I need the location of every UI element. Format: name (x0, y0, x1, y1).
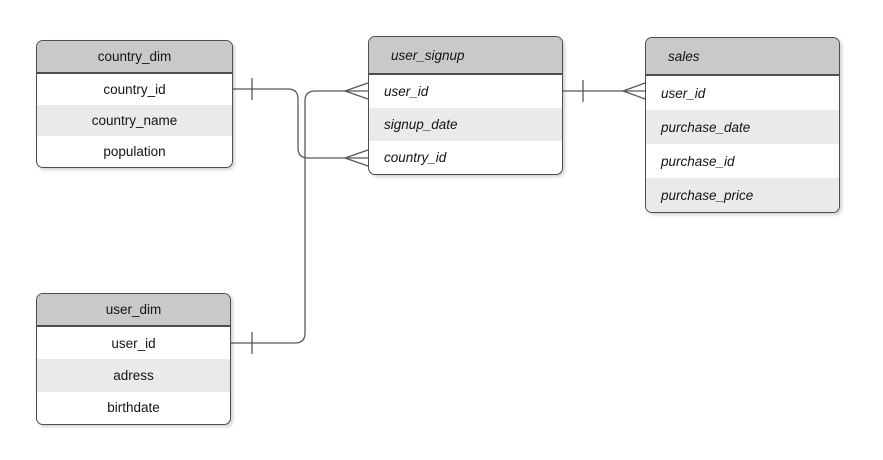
relationship-user-dim-user-signup (231, 82, 369, 354)
many-cardinality-crowfoot-icon (344, 149, 369, 167)
column-user-id: user_id (111, 335, 156, 351)
column-purchase-date: purchase_date (646, 110, 839, 144)
entity-title-sales: sales (646, 38, 839, 76)
column-adress: adress (37, 359, 230, 392)
many-cardinality-crowfoot-icon (622, 82, 646, 100)
entity-user-dim: user_dim user_id adress birthdate (36, 293, 231, 425)
entity-title-user-signup: user_signup (369, 37, 562, 75)
column-purchase-price: purchase_price (646, 178, 839, 212)
column-signup-date: signup_date (369, 108, 562, 141)
column-user-id: user_id (661, 85, 706, 101)
relationship-line (233, 88, 368, 159)
column-country-id: country_id (384, 150, 447, 165)
entity-title-user-dim: user_dim (37, 294, 230, 327)
entity-title-country-dim: country_dim (37, 41, 232, 74)
entity-country-dim: country_dim country_id country_name popu… (36, 40, 233, 168)
relationship-line (231, 90, 368, 344)
entity-user-signup: user_signup user_id signup_date country_… (368, 36, 563, 175)
many-cardinality-crowfoot-icon (344, 82, 369, 100)
relationship-country-dim-user-signup (233, 78, 369, 167)
column-birthdate: birthdate (107, 400, 160, 416)
column-country-name: country_name (37, 105, 232, 136)
column-user-id: user_id (384, 84, 429, 99)
column-population: population (103, 144, 166, 159)
entity-sales: sales user_id purchase_date purchase_id … (645, 37, 840, 213)
column-country-id: country_id (103, 82, 166, 97)
relationship-user-signup-sales (563, 80, 646, 102)
column-purchase-id: purchase_id (661, 153, 735, 169)
